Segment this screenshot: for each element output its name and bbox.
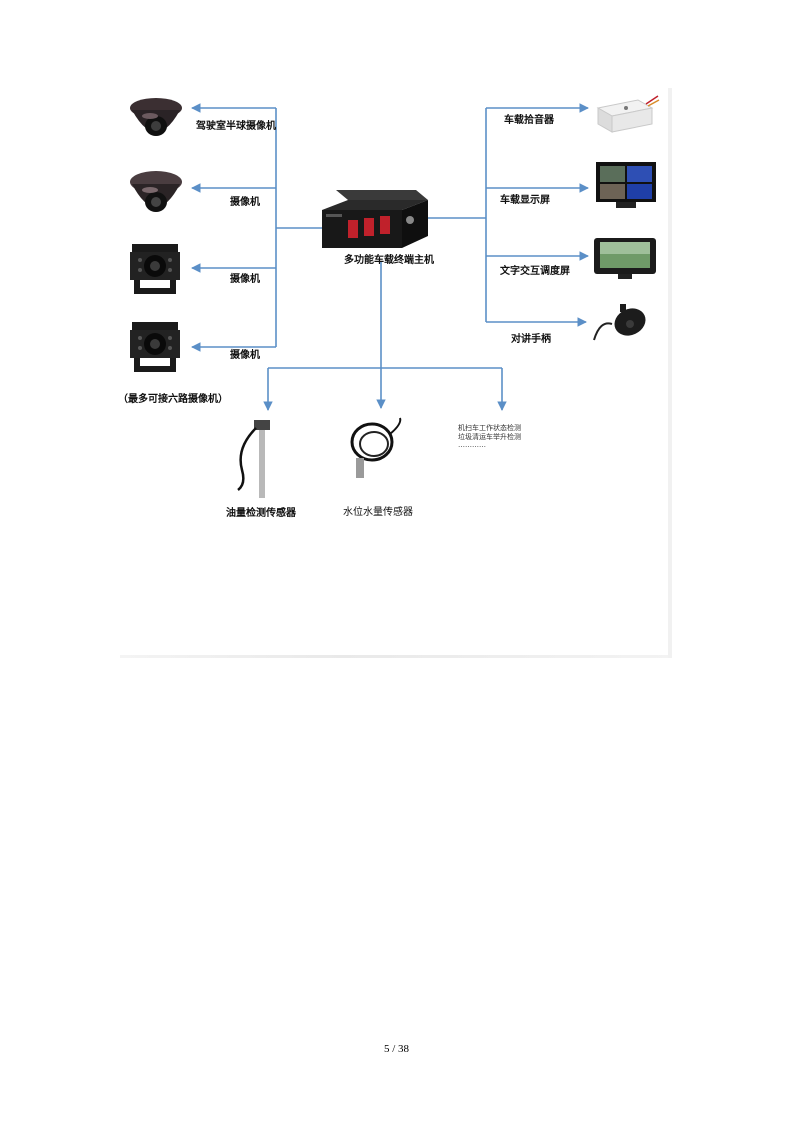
camera-3-label: 摄像机	[230, 270, 260, 285]
dvr-host-icon	[318, 186, 430, 252]
pickup-box-icon	[596, 94, 660, 138]
fuel-sensor-icon	[232, 418, 284, 500]
camera-1-label: 驾驶室半球摄像机	[196, 117, 276, 132]
handset-label: 对讲手柄	[511, 330, 551, 345]
dispatch-screen-label: 文字交互调度屏	[500, 262, 570, 277]
pickup-label: 车载拾音器	[504, 111, 554, 126]
host-label: 多功能车载终端主机	[344, 251, 434, 266]
vehicle-camera-icon	[126, 318, 184, 376]
bottom-note-line3: …………	[458, 440, 486, 450]
water-sensor-label: 水位水量传感器	[343, 503, 413, 518]
max-cameras-note: （最多可接六路摄像机）	[118, 390, 228, 405]
dome-camera-icon	[128, 164, 184, 222]
dome-camera-icon	[128, 92, 184, 148]
camera-4-label: 摄像机	[230, 346, 260, 361]
page-number: 5 / 38	[0, 1043, 793, 1055]
water-sensor-icon	[344, 414, 406, 484]
vehicle-camera-icon	[126, 240, 184, 298]
handheld-mic-icon	[590, 300, 650, 348]
monitor-label: 车载显示屏	[500, 191, 550, 206]
monitor-icon	[594, 160, 658, 210]
dispatch-screen-icon	[592, 236, 658, 280]
fuel-sensor-label: 油量检测传感器	[226, 504, 296, 519]
camera-2-label: 摄像机	[230, 193, 260, 208]
